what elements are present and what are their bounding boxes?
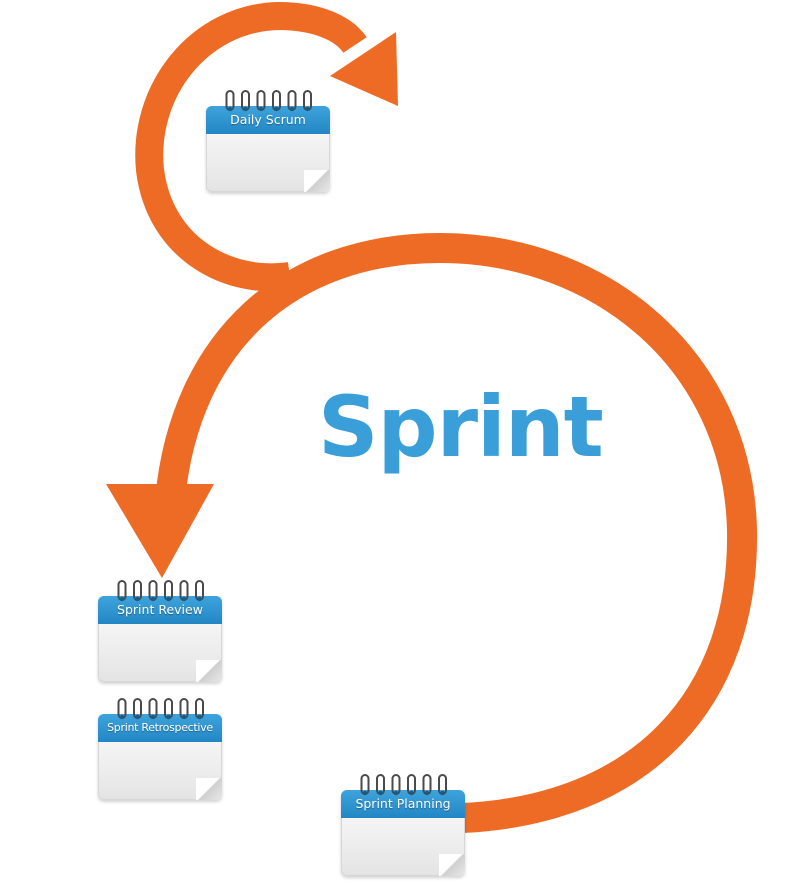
binder-hole xyxy=(197,596,202,602)
binder-hole xyxy=(409,790,414,796)
sprint-review-calendar: Sprint Review xyxy=(98,574,222,682)
sprint-planning-label: Sprint Planning xyxy=(355,796,451,811)
binder-hole xyxy=(150,714,156,720)
sprint-retrospective-calendar: Sprint Retrospective xyxy=(98,692,222,800)
daily-scrum-calendar: Daily Scrum xyxy=(206,84,330,192)
binder-hole xyxy=(424,790,430,796)
binder-hole xyxy=(119,714,125,720)
binder-hole xyxy=(119,596,125,602)
page-curl xyxy=(196,778,222,800)
binder-hole xyxy=(166,714,171,720)
sprint-review-label: Sprint Review xyxy=(117,602,203,617)
binder-hole xyxy=(378,790,383,796)
page-curl xyxy=(304,170,330,192)
calendar-icon xyxy=(225,90,312,112)
calendar-band xyxy=(98,596,222,624)
sprint-title: Sprint xyxy=(318,378,604,476)
binder-hole xyxy=(150,596,156,602)
binder-hole xyxy=(197,714,202,720)
binder-hole xyxy=(181,714,187,720)
sprint-cycle-arrowhead xyxy=(106,484,214,578)
binder-hole xyxy=(393,790,399,796)
binder-hole xyxy=(258,106,264,112)
page-curl xyxy=(196,660,222,682)
binder-hole xyxy=(362,790,368,796)
binder-hole xyxy=(440,790,445,796)
daily-scrum-arrowhead xyxy=(330,32,398,106)
page-curl xyxy=(439,854,465,876)
binder-hole xyxy=(135,714,140,720)
binder-hole xyxy=(274,106,279,112)
binder-hole xyxy=(181,596,187,602)
calendar-icon xyxy=(117,698,204,720)
calendar-band xyxy=(98,714,222,742)
sprint-cycle-arrow xyxy=(155,232,758,833)
calendar-icon xyxy=(360,774,447,796)
binder-hole xyxy=(305,106,310,112)
sprint-retrospective-label: Sprint Retrospective xyxy=(107,721,213,734)
calendar-band xyxy=(341,790,465,818)
calendar-band xyxy=(206,106,330,134)
daily-scrum-label: Daily Scrum xyxy=(230,112,306,127)
sprint-planning-calendar: Sprint Planning xyxy=(341,768,465,876)
daily-scrum-arrow xyxy=(135,1,367,292)
binder-hole xyxy=(243,106,248,112)
binder-hole xyxy=(135,596,140,602)
binder-hole xyxy=(289,106,295,112)
binder-hole xyxy=(227,106,233,112)
calendar-icon xyxy=(117,580,204,602)
binder-hole xyxy=(166,596,171,602)
